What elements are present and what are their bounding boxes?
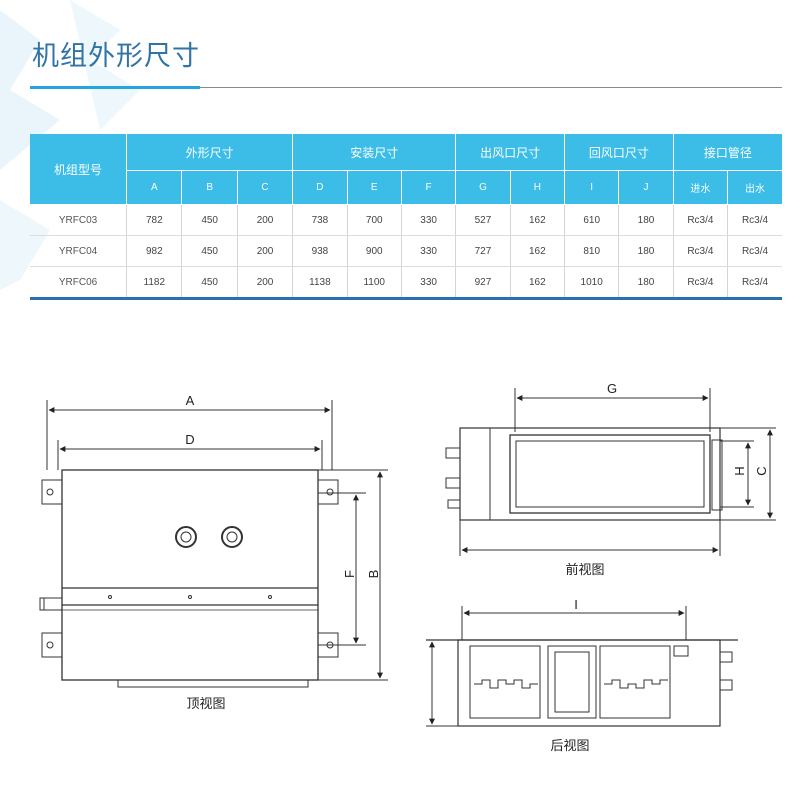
table-cell: 810 [564,235,620,267]
table-cell: 180 [618,266,674,300]
dim-label-b: B [366,570,381,579]
table-cell: 200 [237,204,294,236]
model-cell: YRFC04 [30,235,128,267]
table-cell: 782 [126,204,183,236]
rear-view-caption: 后视图 [550,739,589,754]
table-cell: 200 [237,266,294,300]
table-row: YRFC03 782 450 200 738 700 330 527 162 6… [30,204,782,236]
col-header: J [618,170,674,205]
col-header: F [401,170,457,205]
table-cell: 162 [510,266,566,300]
table-cell: 610 [564,204,620,236]
col-header: B [181,170,238,205]
dim-label-g: G [607,381,617,396]
table-cell: 450 [181,266,238,300]
table-cell: 180 [618,235,674,267]
table-cell: 1010 [564,266,620,300]
table-cell: 162 [510,235,566,267]
table-cell: 527 [455,204,511,236]
table-cell: 1182 [126,266,183,300]
front-view-caption: 前视图 [565,562,604,578]
col-header: E [347,170,402,205]
page-title: 机组外形尺寸 [32,41,200,72]
group-header-return: 回风口尺寸 [564,134,674,171]
top-view-drawing [39,400,388,688]
col-header: 进水 [673,170,729,205]
col-header: C [237,170,294,205]
table-cell: Rc3/4 [727,235,782,267]
dim-label-a: A [186,393,195,408]
title-rule [200,87,782,88]
dim-label-c: C [754,466,769,475]
table-cell: 330 [401,266,457,300]
table-cell: 982 [126,235,183,267]
table-cell: 162 [510,204,566,236]
dim-label-f: F [342,570,357,578]
model-header: 机组型号 [30,134,128,205]
col-header: I [564,170,620,205]
top-view-caption: 顶视图 [186,697,225,712]
title-accent-rule [30,86,200,89]
dim-label-d: D [185,432,194,447]
col-header: D [292,170,348,205]
dim-label-h: H [732,466,747,475]
group-header-pipe: 接口管径 [673,134,782,171]
col-header: G [455,170,511,205]
table-cell: 738 [292,204,348,236]
table-cell: 938 [292,235,348,267]
table-cell: Rc3/4 [727,266,782,300]
table-cell: 450 [181,235,238,267]
table-cell: 1138 [292,266,348,300]
group-header-install: 安装尺寸 [292,134,457,171]
table-cell: 700 [347,204,402,236]
front-view-drawing [445,388,776,556]
table-cell: Rc3/4 [673,204,729,236]
dim-label-i: I [574,597,578,612]
col-header: A [126,170,183,205]
table-cell: 200 [237,235,294,267]
rear-view-drawing [426,606,738,727]
table-cell: Rc3/4 [727,204,782,236]
table-cell: 330 [401,204,457,236]
table-cell: 180 [618,204,674,236]
table-cell: 330 [401,235,457,267]
table-cell: 1100 [347,266,402,300]
group-header-outlet: 出风口尺寸 [455,134,565,171]
col-header: 出水 [727,170,782,205]
group-header-outline: 外形尺寸 [126,134,294,171]
model-cell: YRFC06 [30,266,128,300]
table-cell: 900 [347,235,402,267]
col-header: H [510,170,566,205]
dimension-table: 机组型号 外形尺寸 安装尺寸 出风口尺寸 回风口尺寸 接口管径 A B C D … [30,134,782,300]
model-cell: YRFC03 [30,204,128,236]
table-cell: Rc3/4 [673,235,729,267]
table-row: YRFC04 982 450 200 938 900 330 727 162 8… [30,235,782,267]
table-cell: Rc3/4 [673,266,729,300]
table-cell: 450 [181,204,238,236]
table-row: YRFC06 1182 450 200 1138 1100 330 927 16… [30,266,782,300]
table-cell: 727 [455,235,511,267]
table-cell: 927 [455,266,511,300]
